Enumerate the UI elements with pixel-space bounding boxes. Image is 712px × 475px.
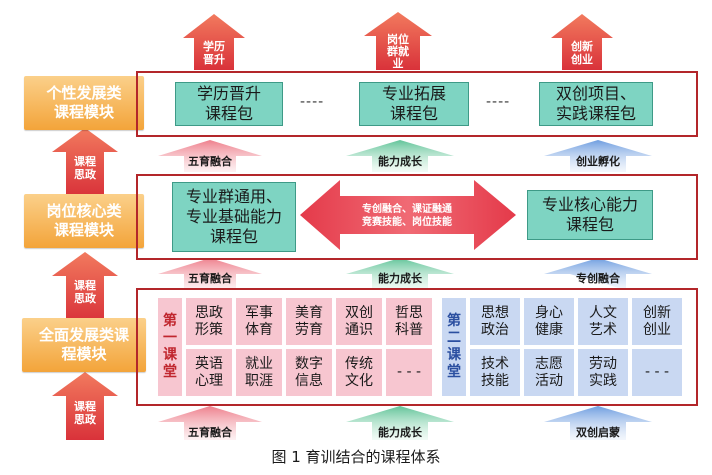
side-arrow-text-1: 课程 思政 <box>74 155 96 181</box>
course-cell: 传统 文化 <box>336 349 382 396</box>
band3-label-3: 双创启蒙 <box>576 426 620 439</box>
top-arrow-2 <box>364 12 432 70</box>
band1-arrow-green <box>346 140 454 172</box>
package-professional-expansion: 专业拓展 课程包 <box>359 82 469 126</box>
side-arrow-text-2: 课程 思政 <box>74 279 96 305</box>
band1-arrow-blue <box>544 140 652 172</box>
course-cell: 思政 形策 <box>186 298 232 345</box>
band2-label-2: 能力成长 <box>378 272 422 285</box>
course-cell: 人文 艺术 <box>578 298 628 345</box>
course-cell: 身心 健康 <box>524 298 574 345</box>
side-arrow-2 <box>52 252 118 322</box>
course-cell: - - - <box>386 349 432 396</box>
top-arrow-text-1: 学历 晋升 <box>203 40 225 66</box>
middle-row-frame <box>136 174 698 260</box>
course-cell: 军事 体育 <box>236 298 282 345</box>
module-personal-development: 个性发展类 课程模块 <box>24 76 144 130</box>
course-cell: 数字 信息 <box>286 349 332 396</box>
band3-arrow-blue <box>544 406 652 440</box>
course-cell: 哲思 科普 <box>386 298 432 345</box>
band1-label-2: 能力成长 <box>378 155 422 168</box>
band1-arrow-pink <box>158 140 262 172</box>
band2-arrow-blue <box>544 258 652 290</box>
top-arrow-1 <box>183 14 245 70</box>
side-arrow-3 <box>52 372 118 440</box>
course-cell: 创新 创业 <box>632 298 682 345</box>
band2-arrow-pink <box>158 258 262 290</box>
center-arrow-text: 专创融合、课证融通 竞赛技能、岗位技能 <box>362 204 452 228</box>
module-all-round-development: 全面发展类课 程模块 <box>22 318 146 372</box>
band3-label-2: 能力成长 <box>378 426 422 439</box>
band3-arrow-pink <box>158 406 262 440</box>
course-cell: 美育 劳育 <box>286 298 332 345</box>
band2-arrow-green <box>346 258 454 290</box>
course-cell: - - - <box>632 349 682 396</box>
center-double-arrow <box>300 180 516 250</box>
top-row-frame <box>136 71 698 137</box>
band1-label-1: 五育融合 <box>188 155 232 168</box>
module-post-core: 岗位核心类 课程模块 <box>24 194 144 248</box>
package-academic-promotion: 学历晋升 课程包 <box>175 82 283 126</box>
bottom-row-frame <box>136 288 698 406</box>
course-cell: 志愿 活动 <box>524 349 574 396</box>
course-cell: 双创 通识 <box>336 298 382 345</box>
band3-arrow-green <box>346 406 454 440</box>
side-arrow-text-3: 课程 思政 <box>74 400 96 426</box>
package-common-foundation: 专业群通用、 专业基础能力 课程包 <box>172 182 296 252</box>
top-arrow-text-3: 创新 创业 <box>571 40 593 66</box>
package-professional-core: 专业核心能力 课程包 <box>527 190 653 240</box>
course-cell: 英语 心理 <box>186 349 232 396</box>
band2-label-1: 五育融合 <box>188 272 232 285</box>
course-cell: 就业 职涯 <box>236 349 282 396</box>
course-cell: 思想 政治 <box>470 298 520 345</box>
second-classroom-tag: 第 二 课 堂 <box>442 298 466 396</box>
dots-2: ---- <box>486 94 511 110</box>
band3-label-1: 五育融合 <box>188 426 232 439</box>
dots-1: ---- <box>300 94 325 110</box>
band1-label-3: 创业孵化 <box>576 155 620 168</box>
band2-label-3: 专创融合 <box>576 272 620 285</box>
top-arrow-text-2: 岗位 群就 业 <box>387 33 409 70</box>
side-arrow-1 <box>52 128 118 196</box>
package-innovation-practice: 双创项目、 实践课程包 <box>539 82 653 126</box>
first-classroom-tag: 第 一 课 堂 <box>158 298 182 396</box>
figure-caption: 图 1 育训结合的课程体系 <box>271 448 441 466</box>
course-cell: 技术 技能 <box>470 349 520 396</box>
top-arrow-3 <box>551 14 613 70</box>
course-cell: 劳动 实践 <box>578 349 628 396</box>
